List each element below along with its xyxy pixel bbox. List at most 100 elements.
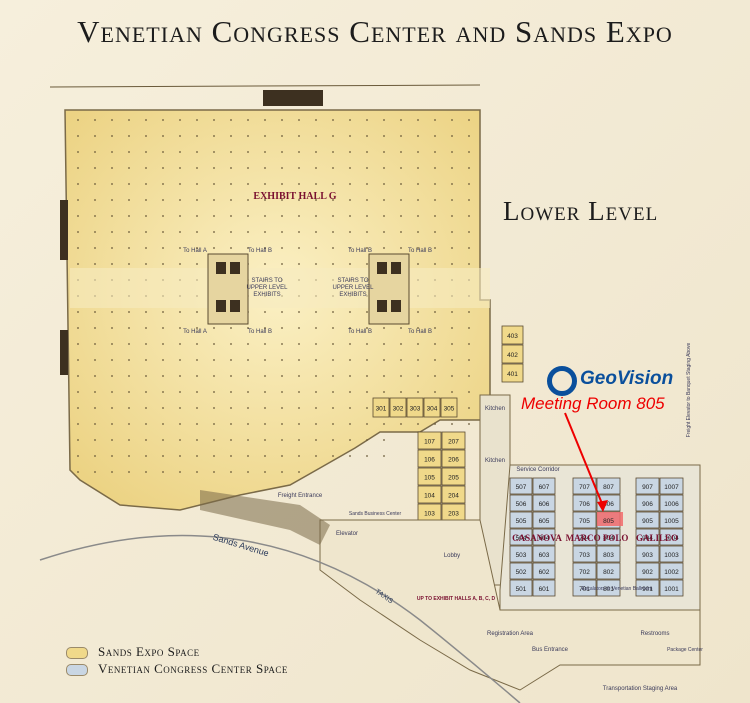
room-507[interactable] <box>509 477 533 495</box>
room-205[interactable] <box>441 467 466 486</box>
room-204[interactable] <box>441 485 466 504</box>
room-703[interactable] <box>572 545 597 563</box>
column-dot <box>417 215 419 217</box>
room-504[interactable] <box>509 528 533 546</box>
column-dot <box>77 167 79 169</box>
room-803[interactable] <box>596 545 621 563</box>
room-701[interactable] <box>572 579 597 597</box>
room-105[interactable] <box>417 467 442 486</box>
room-1006[interactable] <box>659 494 684 512</box>
room-506[interactable] <box>509 494 533 512</box>
room-206[interactable] <box>441 449 466 468</box>
column-dot <box>417 167 419 169</box>
room-907[interactable] <box>635 477 660 495</box>
room-607[interactable] <box>532 477 556 495</box>
room-604[interactable] <box>532 528 556 546</box>
column-dot <box>264 247 266 249</box>
room-905[interactable] <box>635 511 660 529</box>
room-505[interactable] <box>509 511 533 529</box>
column-dot <box>400 135 402 137</box>
room-305[interactable] <box>440 397 458 418</box>
room-107[interactable] <box>417 431 442 450</box>
room-704[interactable] <box>572 528 597 546</box>
column-dot <box>77 471 79 473</box>
room-303[interactable] <box>406 397 424 418</box>
column-dot <box>94 231 96 233</box>
column-dot <box>332 391 334 393</box>
room-807[interactable] <box>596 477 621 495</box>
room-805-highlight[interactable] <box>597 512 623 526</box>
column-dot <box>111 423 113 425</box>
column-dot <box>468 423 470 425</box>
room-401[interactable] <box>501 363 524 383</box>
room-1001[interactable] <box>659 579 684 597</box>
room-802[interactable] <box>596 562 621 580</box>
column-dot <box>366 407 368 409</box>
room-402[interactable] <box>501 344 524 364</box>
room-label-506: 506 <box>516 501 527 508</box>
column-dot <box>383 455 385 457</box>
column-dot <box>247 375 249 377</box>
room-903[interactable] <box>635 545 660 563</box>
column-dot <box>196 375 198 377</box>
room-707[interactable] <box>572 477 597 495</box>
column-dot <box>145 359 147 361</box>
room-801[interactable] <box>596 579 621 597</box>
room-804[interactable] <box>596 528 621 546</box>
room-label-605: 605 <box>539 518 550 525</box>
room-705[interactable] <box>572 511 597 529</box>
room-label-106: 106 <box>424 457 435 464</box>
room-902[interactable] <box>635 562 660 580</box>
room-1003[interactable] <box>659 545 684 563</box>
column-dot <box>264 215 266 217</box>
room-904[interactable] <box>635 528 660 546</box>
room-301[interactable] <box>372 397 390 418</box>
column-dot <box>247 183 249 185</box>
room-605[interactable] <box>532 511 556 529</box>
room-602[interactable] <box>532 562 556 580</box>
room-403[interactable] <box>501 325 524 345</box>
room-1004[interactable] <box>659 528 684 546</box>
room-207[interactable] <box>441 431 466 450</box>
column-dot <box>315 359 317 361</box>
column-dot <box>417 375 419 377</box>
column-dot <box>230 391 232 393</box>
column-dot <box>400 231 402 233</box>
column-dot <box>264 359 266 361</box>
room-901[interactable] <box>635 579 660 597</box>
room-503[interactable] <box>509 545 533 563</box>
room-label-906: 906 <box>642 501 653 508</box>
page-title: Venetian Congress Center and Sands Expo <box>77 14 673 49</box>
legend-expo-label: Sands Expo Space <box>98 644 200 659</box>
room-601[interactable] <box>532 579 556 597</box>
column-dot <box>315 215 317 217</box>
column-dot <box>179 423 181 425</box>
room-304[interactable] <box>423 397 441 418</box>
room-502[interactable] <box>509 562 533 580</box>
column-dot <box>213 151 215 153</box>
column-dot <box>434 359 436 361</box>
room-501[interactable] <box>509 579 533 597</box>
column-dot <box>349 439 351 441</box>
room-104[interactable] <box>417 485 442 504</box>
room-702[interactable] <box>572 562 597 580</box>
column-dot <box>162 135 164 137</box>
room-906[interactable] <box>635 494 660 512</box>
to-hall-a-label-2: To Hall A <box>183 329 207 335</box>
column-dot <box>400 375 402 377</box>
column-dot <box>196 151 198 153</box>
room-706[interactable] <box>572 494 597 512</box>
room-603[interactable] <box>532 545 556 563</box>
room-1007[interactable] <box>659 477 684 495</box>
room-1002[interactable] <box>659 562 684 580</box>
room-106[interactable] <box>417 449 442 468</box>
room-302[interactable] <box>389 397 407 418</box>
column-dot <box>349 231 351 233</box>
column-dot <box>332 135 334 137</box>
column-dot <box>145 327 147 329</box>
column-dot <box>247 327 249 329</box>
room-label-905: 905 <box>642 518 653 525</box>
room-606[interactable] <box>532 494 556 512</box>
room-1005[interactable] <box>659 511 684 529</box>
